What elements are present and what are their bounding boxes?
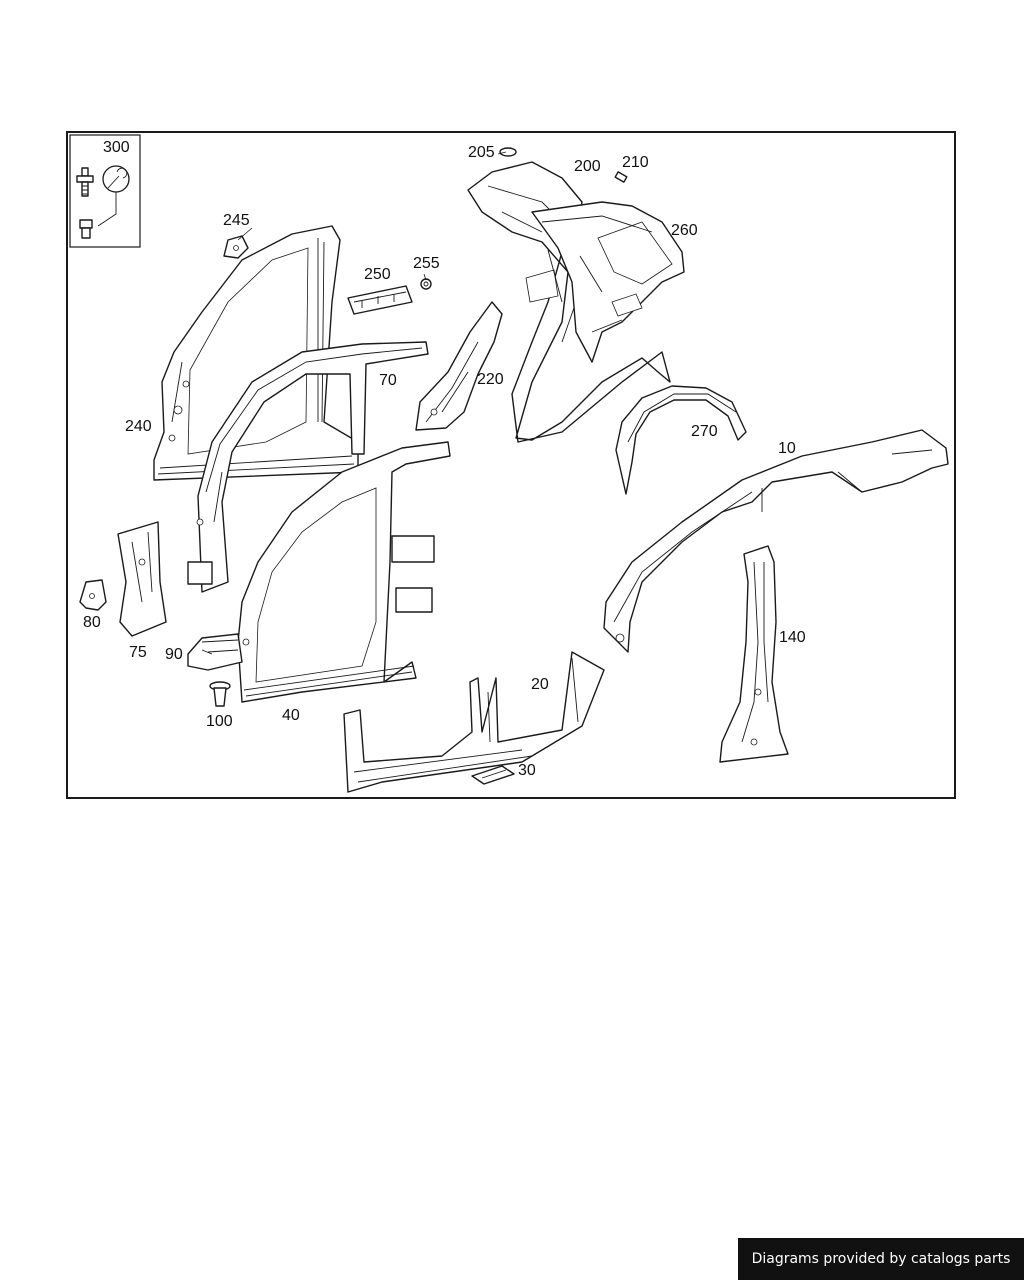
callout-210: 210 bbox=[622, 154, 649, 171]
callout-100: 100 bbox=[206, 713, 233, 730]
part-255-plug bbox=[420, 278, 432, 290]
part-70-roof-rail bbox=[187, 341, 429, 593]
callout-240: 240 bbox=[125, 418, 152, 435]
part-90-bracket bbox=[187, 633, 243, 671]
callout-250: 250 bbox=[364, 266, 391, 283]
callout-220: 220 bbox=[477, 371, 504, 388]
part-260-rear-quarter-section bbox=[531, 201, 685, 363]
callout-80: 80 bbox=[83, 614, 101, 631]
callout-70: 70 bbox=[379, 372, 397, 389]
part-40-front-side-frame bbox=[237, 441, 451, 703]
callout-255: 255 bbox=[413, 255, 440, 272]
callout-10: 10 bbox=[778, 440, 796, 457]
part-210-clip bbox=[614, 171, 628, 183]
callout-75: 75 bbox=[129, 644, 147, 661]
callout-20: 20 bbox=[531, 676, 549, 693]
callout-300: 300 bbox=[103, 139, 130, 156]
leader-lines bbox=[201, 151, 507, 655]
footer-credit-text: Diagrams provided by catalogs parts bbox=[751, 1251, 1011, 1267]
part-75-pillar-reinforcement bbox=[117, 521, 167, 637]
callout-245: 245 bbox=[223, 212, 250, 229]
callout-40: 40 bbox=[282, 707, 300, 724]
part-245-bracket bbox=[223, 235, 249, 259]
part-100-rivet-nut bbox=[209, 681, 231, 707]
callout-90: 90 bbox=[165, 646, 183, 663]
part-80-patch bbox=[79, 579, 107, 611]
callout-205: 205 bbox=[468, 144, 495, 161]
fastener-kit-inset bbox=[69, 134, 141, 248]
wrench-icon bbox=[102, 165, 130, 193]
callout-260: 260 bbox=[671, 222, 698, 239]
callout-200: 200 bbox=[574, 158, 601, 175]
part-30-bracket bbox=[471, 765, 515, 785]
callout-30: 30 bbox=[518, 762, 536, 779]
part-10-side-panel-outer bbox=[603, 429, 949, 653]
stud-icon bbox=[79, 219, 93, 239]
parts-diagram-frame: 300 205 200 210 260 245 250 255 70 220 2… bbox=[66, 131, 956, 799]
part-20-rocker-panel bbox=[343, 651, 605, 793]
callout-140: 140 bbox=[779, 629, 806, 646]
part-240-inner-side-frame bbox=[153, 225, 359, 481]
bolt-icon bbox=[76, 167, 94, 197]
part-250-reinforcement bbox=[347, 285, 413, 315]
part-205-grommet bbox=[499, 147, 517, 157]
footer-credit-badge: Diagrams provided by catalogs parts bbox=[738, 1238, 1024, 1280]
part-140-b-pillar bbox=[719, 545, 789, 763]
part-220-c-pillar-inner bbox=[415, 301, 503, 431]
body-panel-exploded-view bbox=[69, 134, 949, 793]
part-270-wheel-arch bbox=[615, 385, 747, 495]
callout-270: 270 bbox=[691, 423, 718, 440]
